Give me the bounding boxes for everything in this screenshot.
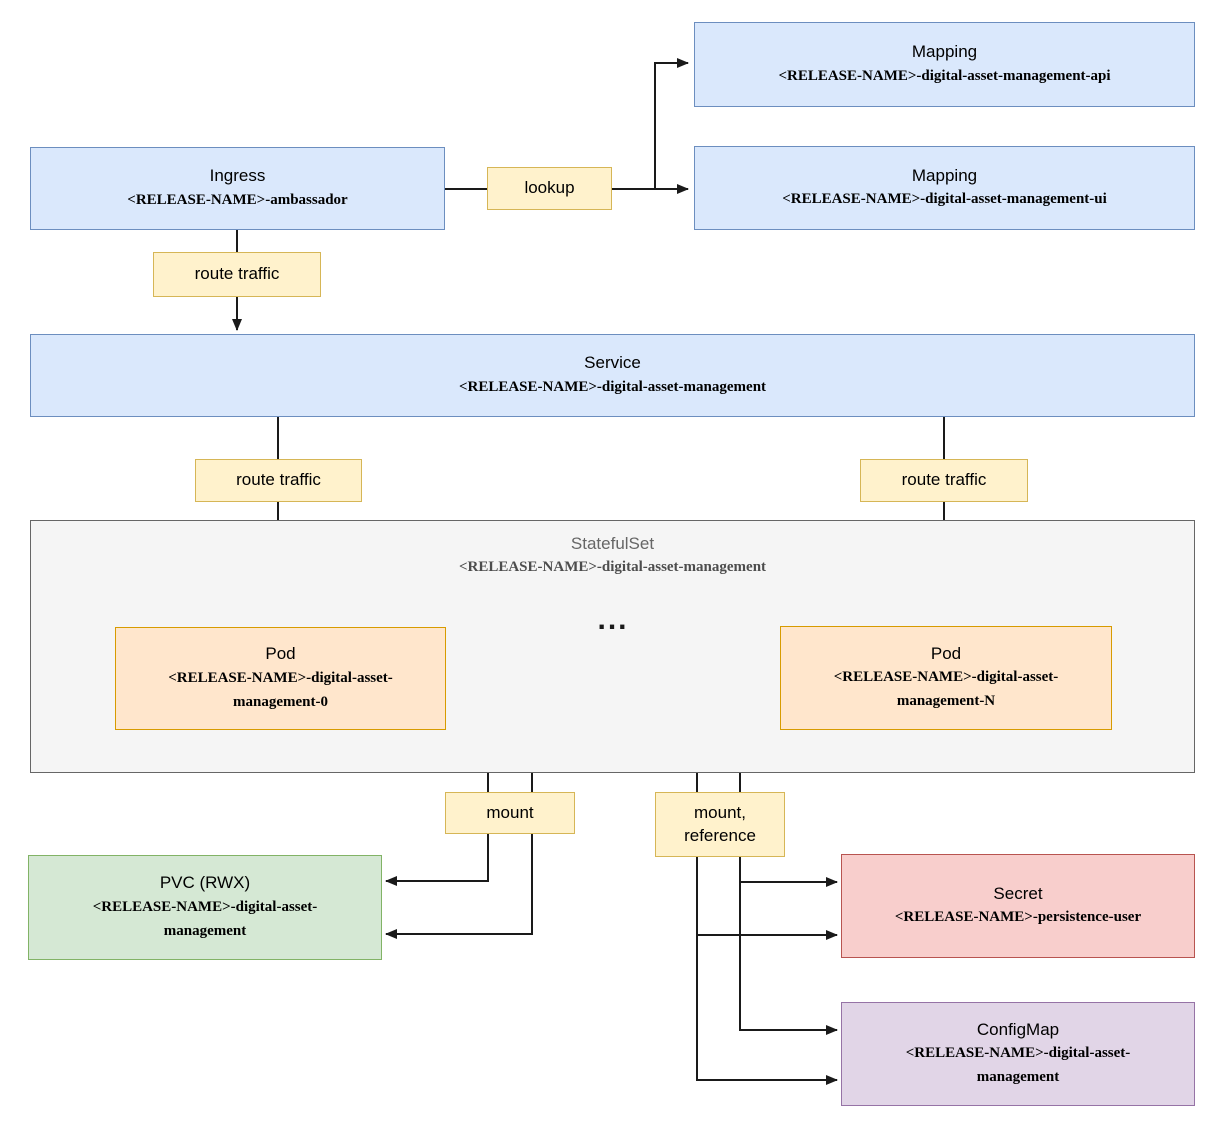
pod-n-title: Pod xyxy=(930,643,962,663)
secret-subtitle: <RELEASE-NAME>-persistence-user xyxy=(894,909,1142,926)
ingress-subtitle: <RELEASE-NAME>-ambassador xyxy=(127,191,348,208)
pvc-title: PVC (RWX) xyxy=(159,873,251,893)
node-pod-n: Pod <RELEASE-NAME>-digital-asset-managem… xyxy=(780,626,1112,730)
more-pods-ellipsis: ... xyxy=(597,603,629,636)
configmap-title: ConfigMap xyxy=(976,1019,1060,1039)
node-secret: Secret <RELEASE-NAME>-persistence-user xyxy=(841,854,1195,958)
edge-label-mount-reference: mount, reference xyxy=(655,792,785,857)
pvc-subtitle: <RELEASE-NAME>-digital-asset-management xyxy=(92,898,318,939)
node-ingress: Ingress <RELEASE-NAME>-ambassador xyxy=(30,147,445,230)
edge-lookup-mapping-api xyxy=(654,58,689,190)
mapping-api-subtitle: <RELEASE-NAME>-digital-asset-management-… xyxy=(778,67,1111,84)
edge-label-route-traffic-left: route traffic xyxy=(195,459,362,502)
secret-title: Secret xyxy=(993,883,1043,903)
mapping-ui-subtitle: <RELEASE-NAME>-digital-asset-management-… xyxy=(782,191,1107,208)
mapping-ui-title: Mapping xyxy=(911,165,978,185)
pod-0-subtitle: <RELEASE-NAME>-digital-asset-management-… xyxy=(168,669,393,710)
node-pvc: PVC (RWX) <RELEASE-NAME>-digital-asset-m… xyxy=(28,855,382,960)
pod-0-title: Pod xyxy=(265,644,296,664)
node-mapping-api: Mapping <RELEASE-NAME>-digital-asset-man… xyxy=(694,22,1195,107)
statefulset-title: StatefulSet xyxy=(570,534,655,553)
node-pod-0: Pod <RELEASE-NAME>-digital-asset-managem… xyxy=(115,627,446,730)
pod-n-subtitle: <RELEASE-NAME>-digital-asset-management-… xyxy=(833,669,1059,710)
edge-label-route-traffic-right: route traffic xyxy=(860,459,1028,502)
statefulset-subtitle: <RELEASE-NAME>-digital-asset-management xyxy=(458,559,767,576)
ingress-title: Ingress xyxy=(209,166,266,186)
service-title: Service xyxy=(584,353,641,373)
edge-label-lookup: lookup xyxy=(487,167,612,210)
mapping-api-title: Mapping xyxy=(911,42,978,62)
node-configmap: ConfigMap <RELEASE-NAME>-digital-asset-m… xyxy=(841,1002,1195,1106)
configmap-subtitle: <RELEASE-NAME>-digital-asset-management xyxy=(905,1045,1131,1086)
edge-label-route-traffic-ingress: route traffic xyxy=(153,252,321,297)
service-subtitle: <RELEASE-NAME>-digital-asset-management xyxy=(458,378,767,395)
node-service: Service <RELEASE-NAME>-digital-asset-man… xyxy=(30,334,1195,417)
node-mapping-ui: Mapping <RELEASE-NAME>-digital-asset-man… xyxy=(694,146,1195,230)
edge-label-mount: mount xyxy=(445,792,575,834)
